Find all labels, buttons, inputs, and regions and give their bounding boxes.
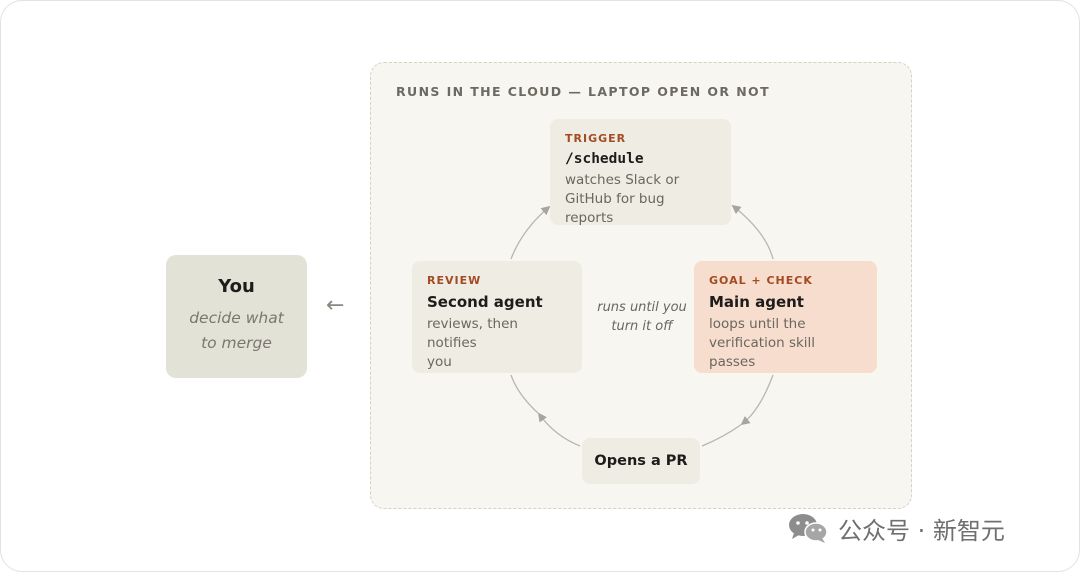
watermark: 公众号 · 新智元: [786, 510, 1005, 546]
you-subtitle: decide what to merge: [166, 306, 307, 356]
trigger-body-line: GitHub for bug reports: [565, 191, 665, 226]
arc-pr-to-review: [537, 412, 581, 447]
arc-goal-to-pr: [740, 374, 774, 426]
arc-review-tail: [510, 374, 540, 415]
cloud-title: RUNS IN THE CLOUD — LAPTOP OPEN OR NOT: [396, 84, 771, 99]
arc-pr-to-goal-tail: [701, 423, 743, 447]
you-card: You decide what to merge: [166, 255, 307, 378]
trigger-body: watches Slack or GitHub for bug reports: [565, 171, 716, 228]
review-head: Second agent: [427, 293, 543, 311]
review-kicker: REVIEW: [427, 274, 482, 287]
center-note-line: runs until you: [597, 300, 687, 315]
goal-body-line: loops until the: [709, 316, 806, 332]
goal-head: Main agent: [709, 293, 804, 311]
center-note: runs until you turn it off: [588, 298, 696, 336]
you-subtitle-line: to merge: [201, 334, 272, 352]
review-body-line: you: [427, 354, 452, 370]
goal-body-line: verification skill passes: [709, 335, 816, 370]
arc-trigger-to-goal: [731, 204, 774, 260]
goal-kicker: GOAL + CHECK: [709, 274, 813, 287]
you-title: You: [218, 276, 255, 297]
trigger-body-line: watches Slack or: [565, 172, 680, 188]
goal-body: loops until the verification skill passe…: [709, 315, 862, 372]
left-arrow-icon: ←: [326, 293, 345, 318]
wechat-icon: [789, 514, 828, 543]
trigger-card: TRIGGER /schedule watches Slack or GitHu…: [550, 119, 731, 228]
trigger-kicker: TRIGGER: [565, 132, 627, 145]
review-card: REVIEW Second agent reviews, then notifi…: [412, 261, 582, 373]
goal-card: GOAL + CHECK Main agent loops until the …: [694, 261, 877, 373]
trigger-head: /schedule: [565, 151, 644, 167]
review-body: reviews, then notifies you: [427, 315, 567, 372]
review-body-line: reviews, then notifies: [427, 316, 518, 351]
open-pr-card: Opens a PR: [582, 438, 700, 484]
watermark-text: 公众号 · 新智元: [838, 516, 1005, 545]
you-subtitle-line: decide what: [189, 309, 284, 327]
center-note-line: turn it off: [611, 319, 673, 334]
arc-review-to-trigger: [510, 205, 551, 260]
